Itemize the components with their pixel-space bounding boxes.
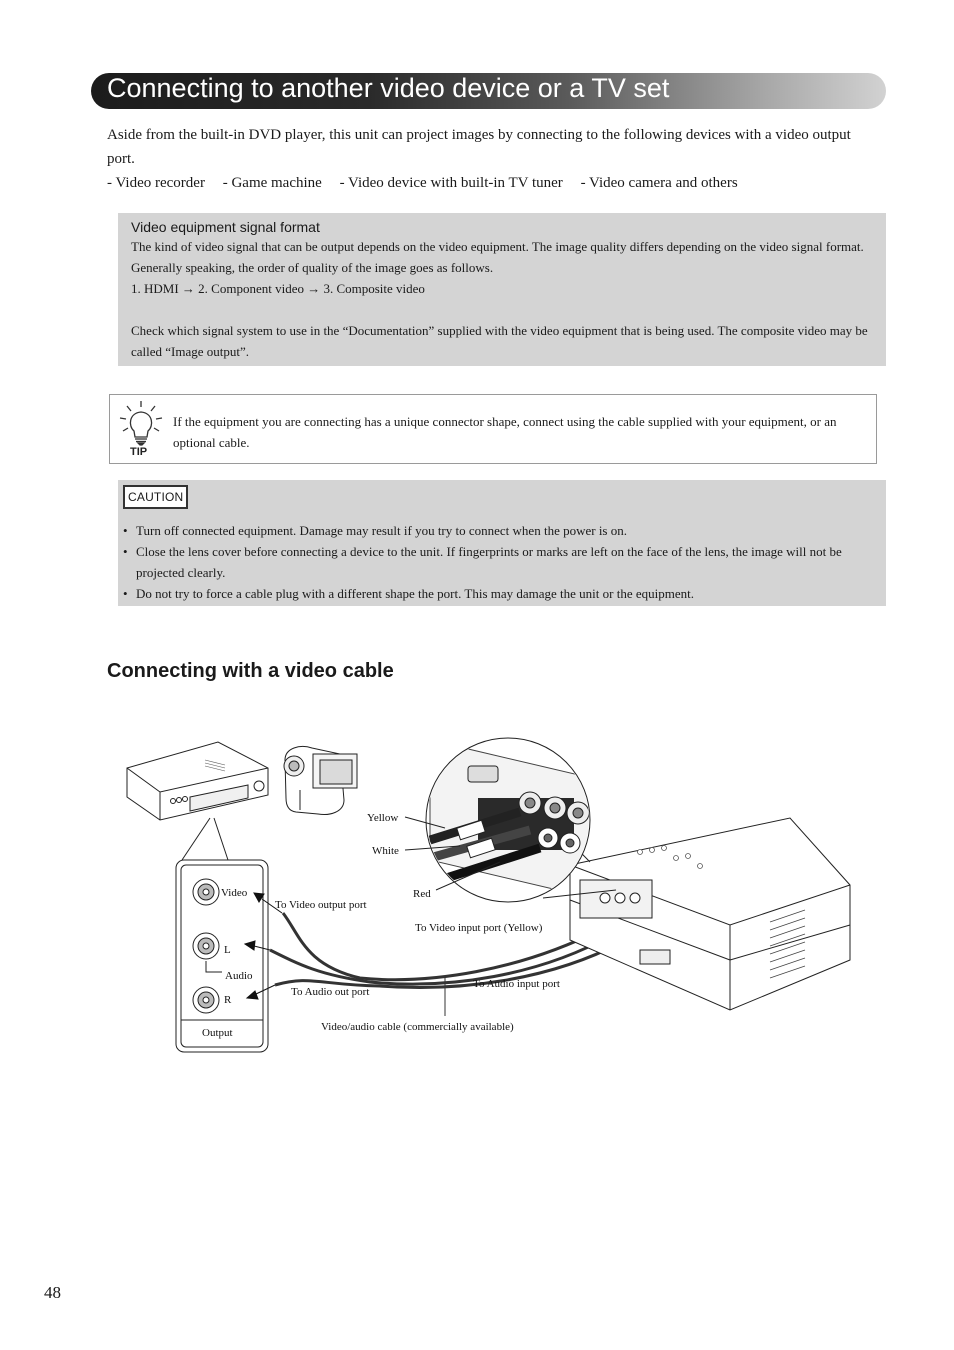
tip-label: TIP xyxy=(130,446,147,458)
tip-text: If the equipment you are connecting has … xyxy=(173,414,837,450)
device-item: - Video camera and others xyxy=(580,175,738,191)
device-item: - Game machine xyxy=(222,175,322,191)
video-audio-cable xyxy=(269,912,623,1016)
title-bar xyxy=(91,73,886,109)
output-panel xyxy=(175,817,269,1053)
signal-paragraph: Check which signal system to use in the … xyxy=(131,323,868,359)
caution-item: Do not try to force a cable plug with a … xyxy=(123,583,878,604)
video-recorder-illustration xyxy=(126,741,269,821)
label-yellow: Yellow xyxy=(367,812,398,824)
page-title: Connecting to another video device or a … xyxy=(107,73,670,103)
label-r: R xyxy=(224,994,232,1006)
connector-arrows xyxy=(243,892,283,1000)
signal-order: 1. HDMI → 2. Component video → 3. Compos… xyxy=(131,281,425,296)
label-red: Red xyxy=(413,888,431,900)
label-to-audio-input: To Audio input port xyxy=(473,978,560,990)
signal-paragraph: The kind of video signal that can be out… xyxy=(131,239,864,275)
device-item: - Video device with built-in TV tuner xyxy=(339,175,563,191)
section-heading: Connecting with a video cable xyxy=(107,660,394,682)
label-audio: Audio xyxy=(225,970,253,982)
intro-section: Aside from the built-in DVD player, this… xyxy=(107,123,877,195)
caution-badge: CAUTION xyxy=(123,485,189,509)
label-cable: Video/audio cable (commercially availabl… xyxy=(321,1021,514,1033)
label-l: L xyxy=(224,944,231,956)
label-white: White xyxy=(372,845,399,857)
caution-list: Turn off connected equipment. Damage may… xyxy=(123,520,878,604)
video-camera-illustration xyxy=(283,746,358,815)
lightbulb-icon: TIP xyxy=(119,401,163,458)
label-video: Video xyxy=(221,887,248,899)
label-to-video-input: To Video input port (Yellow) xyxy=(415,922,543,934)
device-item: - Video recorder xyxy=(107,175,205,191)
signal-format-body: The kind of video signal that can be out… xyxy=(131,236,876,362)
caution-item: Close the lens cover before connecting a… xyxy=(123,541,878,583)
intro-text: Aside from the built-in DVD player, this… xyxy=(107,127,851,167)
label-to-video-output: To Video output port xyxy=(275,899,367,911)
label-to-audio-out: To Audio out port xyxy=(291,986,369,998)
label-output: Output xyxy=(202,1027,233,1039)
caution-box: CAUTION Turn off connected equipment. Da… xyxy=(118,480,886,606)
page-number: 48 xyxy=(44,1283,61,1302)
magnified-port-view xyxy=(404,737,617,903)
device-list: - Video recorder - Game machine - Video … xyxy=(107,171,877,195)
signal-format-box: Video equipment signal format The kind o… xyxy=(118,213,886,366)
signal-format-heading: Video equipment signal format xyxy=(131,219,320,235)
caution-item: Turn off connected equipment. Damage may… xyxy=(123,520,878,541)
tip-box: TIP If the equipment you are connecting … xyxy=(109,394,877,464)
